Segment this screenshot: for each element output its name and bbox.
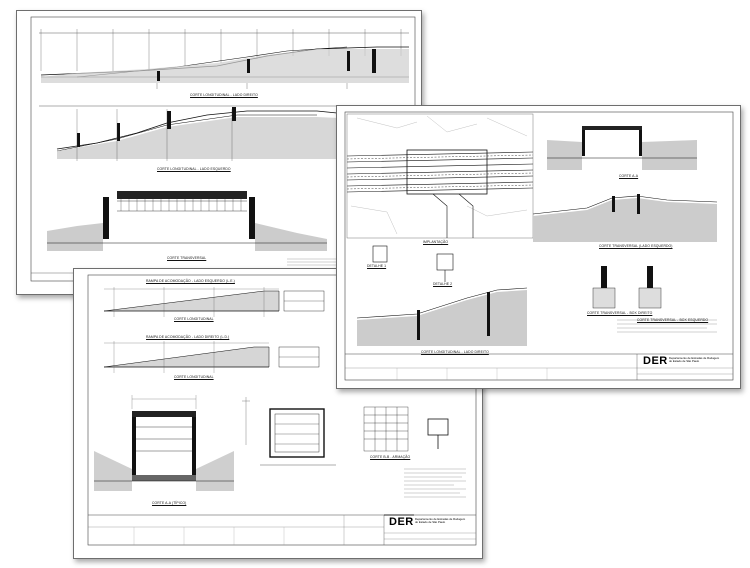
- org-name-right-line2: do Estado de São Paulo: [669, 359, 700, 364]
- right-title-6: CORTE TRANSVERSAL - BOX ESQUERDO: [637, 318, 709, 322]
- right-title-8: DETALHE 2: [433, 282, 453, 286]
- left-title-2: CORTE LONGITUDINAL: [174, 317, 214, 321]
- org-name-right-line1: Departamento de Estradas de Rodagem: [669, 356, 720, 360]
- right-title-2: CORTE A-A: [619, 174, 639, 178]
- drawing-sheet-right: IMPLANTAÇÃO CORTE A-A CORTE TRANSVERSAL …: [336, 105, 741, 389]
- org-name-left-line1: Departamento de Estradas de Rodagem: [415, 517, 466, 521]
- der-logo-left: DER: [389, 516, 414, 528]
- right-title-7: DETALHE 1: [367, 264, 387, 268]
- left-title-6: CORTE B-B - ARMAÇÃO: [370, 455, 411, 459]
- right-title-5: CORTE TRANSVERSAL - BOX DIREITO: [587, 311, 653, 315]
- org-name-left-line2: do Estado de São Paulo: [415, 520, 446, 525]
- left-title-1: RAMPA DE ACOMODAÇÃO - LADO ESQUERDO (L.E…: [146, 279, 235, 283]
- back-title-1: CORTE LONGITUDINAL - LADO DIREITO: [190, 93, 258, 97]
- right-title-4: CORTE LONGITUDINAL - LADO DIREITO: [421, 350, 489, 354]
- der-logo-right: DER: [643, 355, 668, 367]
- sheet-right-drawing: [344, 111, 734, 381]
- left-title-3: RAMPA DE ACOMODAÇÃO - LADO DIREITO (L.D.…: [146, 335, 230, 339]
- sheet-left-drawing: [87, 274, 477, 546]
- right-title-1: IMPLANTAÇÃO: [423, 240, 449, 244]
- org-name-left: Departamento de Estradas de Rodagem do E…: [415, 517, 466, 525]
- back-title-2: CORTE LONGITUDINAL - LADO ESQUERDO: [157, 167, 231, 171]
- left-title-4: CORTE LONGITUDINAL: [174, 375, 214, 379]
- left-title-5: CORTE A-A (TÍPICO): [152, 501, 187, 505]
- right-title-3: CORTE TRANSVERSAL (LADO ESQUERDO): [599, 244, 673, 248]
- sheet-back-drawing: [30, 16, 416, 282]
- org-name-right: Departamento de Estradas de Rodagem do E…: [669, 356, 720, 364]
- back-title-3: CORTE TRANSVERSAL: [167, 256, 207, 260]
